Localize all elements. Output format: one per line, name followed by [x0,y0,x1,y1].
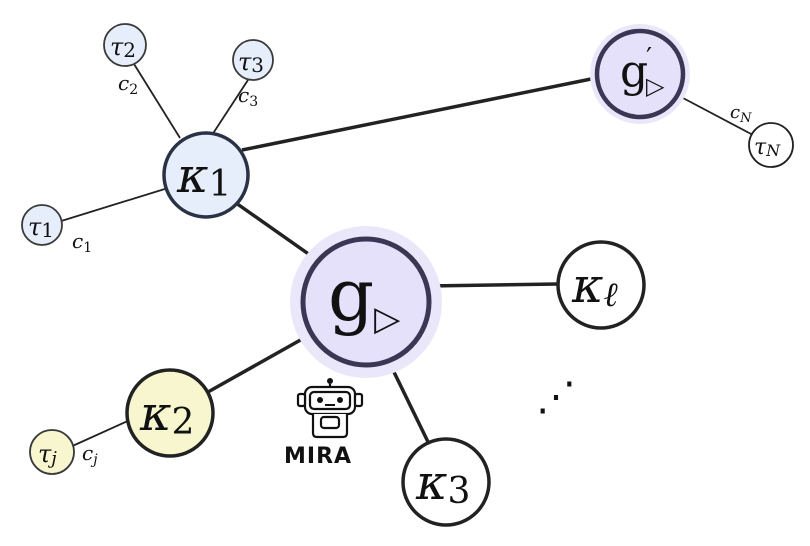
g-main-node [300,236,432,368]
g-main-label: g▷ [328,253,401,339]
edge-label-cj: cj [82,441,98,468]
g-prime-node [594,28,686,120]
kappa3-label: κ3 [415,455,470,512]
edge-kappa1-tau1 [57,187,169,223]
kappa1-node [162,131,250,219]
edge-label-c2: c2 [118,71,138,98]
ellipsis: ⋰ [536,374,576,420]
tauj-label: τj [38,440,57,469]
edge-label-c1: c1 [72,229,92,256]
edge-gmain-kappa2 [207,336,305,394]
edges [57,63,754,449]
tauN-node [748,122,794,168]
edge-gprime-tauN [682,97,754,136]
robot-icon [296,378,364,439]
edge-gmain-kappa3 [390,367,432,447]
edge-kappa1-gmain [234,201,312,257]
tau2-node [103,23,147,67]
kappa2-node [125,368,215,458]
tau3-label: τ3 [238,48,264,77]
edge-gmain-kappal [427,282,559,288]
tau3-node [232,39,274,81]
edge-kappa1-tau3 [211,79,249,136]
edge-kappa1-gprime [241,76,597,152]
tauN-label: τN [754,135,781,160]
edge-kappa2-tauj [67,419,131,449]
edge-kappa1-tau2 [133,63,181,139]
kappa2-label: κ2 [139,386,194,443]
tau2-label: τ2 [110,33,136,62]
tau1-node [21,204,63,246]
kappa-l-node [556,240,646,330]
kappa3-node [401,437,491,527]
kappa-l-label: κℓ [571,258,618,315]
edge-label-c3: c3 [238,83,258,110]
tau1-label: τ1 [28,213,54,242]
edge-label-cN: cN [730,102,752,126]
kappa1-label: κ1 [176,148,231,205]
robot-label: MIRA [284,444,352,469]
tauj-node [29,429,75,475]
g-prime-label: g′▷ [620,43,665,100]
